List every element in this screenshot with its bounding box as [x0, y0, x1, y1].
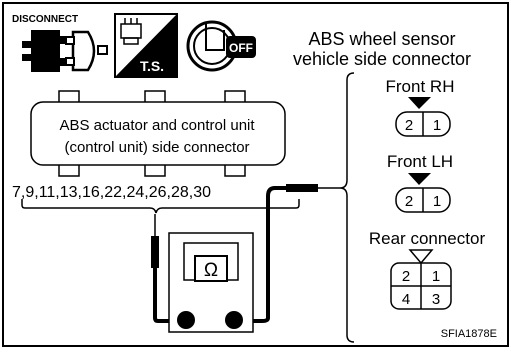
ignition-off-icon: OFF — [186, 20, 256, 72]
actuator-label-line2: (control unit) side connector — [64, 139, 249, 156]
front-rh-connector: Front RH 2 1 — [386, 77, 455, 137]
front-lh-pin-2: 2 — [405, 193, 413, 210]
figure-frame — [2, 2, 509, 347]
front-rh-pin-1: 1 — [433, 117, 441, 134]
rear-connector: Rear connector 2 1 4 3 — [369, 229, 486, 310]
off-label: OFF — [229, 41, 253, 55]
front-rh-pin-2: 2 — [405, 117, 413, 134]
meter-terminal-right — [225, 311, 243, 329]
front-lh-connector: Front LH 2 1 — [387, 152, 453, 213]
meter-terminal-left — [177, 311, 195, 329]
front-rh-label: Front RH — [386, 77, 455, 96]
ts-icon: T.S. — [114, 13, 178, 78]
front-lh-pin-1: 1 — [433, 193, 441, 210]
rear-connector-label: Rear connector — [369, 229, 486, 248]
terminal-numbers: 7,9,11,13,16,22,24,26,28,30 — [12, 184, 211, 201]
diagram-title-line2: vehicle side connector — [293, 49, 471, 69]
front-lh-label: Front LH — [387, 152, 453, 171]
probe-leads — [151, 184, 340, 323]
terminal-bracket — [21, 199, 300, 214]
rear-pin-1: 1 — [432, 268, 440, 285]
disconnect-icon: DISCONNECT — [12, 14, 108, 72]
ts-label: T.S. — [140, 58, 164, 74]
connector-bracket — [339, 72, 355, 343]
actuator-connector: ABS actuator and control unit (control u… — [30, 90, 286, 177]
rear-pin-4: 4 — [402, 291, 410, 308]
ohmmeter: Ω — [168, 232, 254, 333]
rear-pin-2: 2 — [402, 268, 410, 285]
rear-pin-3: 3 — [432, 291, 440, 308]
ohm-symbol: Ω — [204, 260, 218, 281]
figure-code: SFIA1878E — [441, 328, 497, 340]
actuator-label-line1: ABS actuator and control unit — [59, 117, 255, 134]
disconnect-label: DISCONNECT — [12, 14, 78, 25]
diagram-title-line1: ABS wheel sensor — [308, 29, 455, 49]
